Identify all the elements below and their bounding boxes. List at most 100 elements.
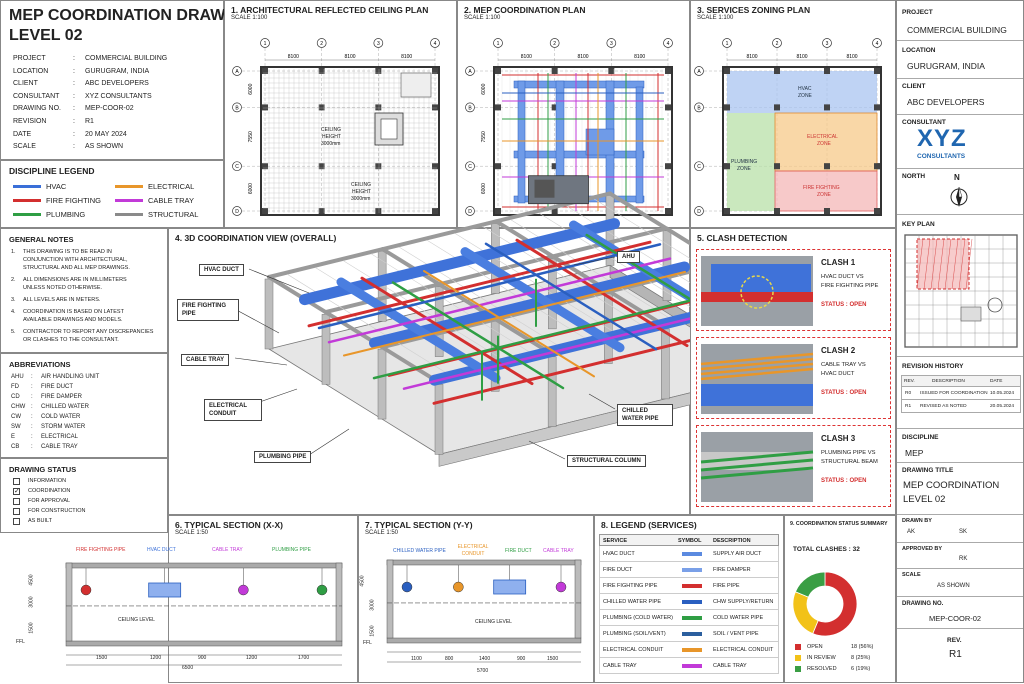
abbr-value: AIR HANDLING UNIT [41, 374, 100, 380]
legend-label: ELECTRICAL [148, 182, 195, 191]
grid-bubble-row [232, 206, 242, 216]
note-number: 3. [11, 297, 16, 303]
structural-beam [494, 219, 669, 329]
plumbing-pipe [700, 458, 814, 472]
abbr-value: STORM WATER [41, 424, 86, 430]
grid-col-dim: 8100 [746, 54, 757, 60]
abbr-value: FIRE DUCT [41, 384, 73, 390]
project-info-value: 20 MAY 2024 [85, 130, 127, 138]
column [318, 163, 325, 170]
grid-col-dim: 8100 [521, 54, 532, 60]
project-info-value: COMMERCIAL BUILDING [85, 55, 168, 62]
grid-bubble-col [316, 38, 327, 48]
legend-swatch [795, 644, 801, 650]
legend-desc: CABLE TRAY [713, 663, 747, 669]
tb-north-label: NORTH [902, 173, 926, 180]
checkbox[interactable] [13, 518, 20, 525]
tb-consultant: CONSULTANT XYZ CONSULTANTS [897, 115, 1023, 169]
sx-vdim-0: 4500 [28, 574, 35, 586]
north-arrow-letter: N [954, 173, 960, 182]
sy-dim-4: 1500 [547, 656, 559, 662]
grid-bubble-col [606, 38, 617, 48]
grid-col-label: 2 [320, 41, 323, 47]
grid-bubble-col [722, 38, 732, 48]
plan-rcp-title: 1. ARCHITECTURAL REFLECTED CEILING PLAN [231, 5, 429, 15]
total-clashes: TOTAL CLASHES : 32 [793, 546, 860, 553]
legend-label: RESOLVED [807, 666, 837, 672]
legend-row: PLUMBING (COLD WATER) COLD WATER PIPE [599, 610, 779, 626]
column [608, 68, 615, 74]
legend-symbol [682, 584, 702, 588]
drawing-title-line1: MEP COORDINATION DRAWING [9, 7, 254, 24]
tb-client-value: ABC DEVELOPERS [907, 97, 985, 107]
abbr-colon: : [31, 414, 33, 420]
sy-dim-0: 1100 [411, 656, 422, 662]
checkbox[interactable] [13, 478, 20, 485]
tb-rev-value: R1 [949, 649, 962, 660]
grid-bubble-row [694, 206, 704, 216]
tb-discipline-value: MEP [905, 448, 924, 458]
rev-cell: ISSUED FOR COORDINATION [920, 391, 988, 396]
grid-row-label: D [235, 209, 239, 215]
sx-label-plumb: PLUMBING PIPE [272, 547, 311, 553]
sx-dim-1: 1200 [150, 655, 162, 661]
legend-service: PLUMBING (COLD WATER) [603, 615, 673, 621]
view3d-drawing [230, 175, 785, 467]
tb-key-plan-label: KEY PLAN [902, 221, 935, 228]
checkbox[interactable] [13, 498, 20, 505]
abbr-colon: : [31, 444, 33, 450]
grid-col-label: 1 [264, 41, 267, 47]
grid-row-label: A [697, 69, 701, 75]
abbr-colon: : [31, 434, 33, 440]
grid-bubble-col [260, 38, 270, 48]
hatch [930, 238, 938, 290]
column [432, 104, 438, 111]
tb-rev: REV. R1 [897, 629, 1023, 684]
column [774, 68, 780, 74]
grid-col-label: 1 [726, 41, 729, 47]
section-y-drawing [386, 559, 582, 663]
grid-col-label: 2 [776, 41, 779, 47]
column [495, 68, 501, 74]
project-info-value: GURUGRAM, INDIA [85, 67, 150, 75]
note-text: CONTRACTOR TO REPORT ANY DISCREPANCIES [23, 329, 154, 335]
column [375, 163, 382, 170]
abbr-key: AHU [11, 374, 24, 380]
grid-bubble-col [772, 38, 782, 48]
sy-vdim-0: 4500 [359, 575, 366, 587]
plumbing-pipe [700, 450, 814, 464]
abbr-value: ELECTRICAL [41, 434, 79, 440]
column [495, 104, 501, 111]
checkbox-checked[interactable]: ✓ [13, 488, 20, 495]
project-info-value: R1 [85, 118, 94, 125]
sx-dim-0: 1500 [96, 655, 108, 661]
grid-col-label: 3 [610, 41, 613, 47]
hatch [923, 238, 931, 290]
legend-desc: ELECTRICAL CONDUIT [713, 647, 774, 653]
section-x-drawing-area: FIRE FIGHTING PIPE HVAC DUCT CABLE TRAY … [0, 533, 358, 683]
legend-desc: SUPPLY AIR DUCT [713, 551, 762, 557]
column [774, 163, 780, 170]
column [262, 163, 268, 170]
legend-row: PLUMBING (SOIL/VENT)SOIL / VENT PIPE [599, 626, 779, 642]
callout-chw-pipe-text: CHILLED WATER PIPE [622, 408, 659, 422]
legend-desc: CHW SUPPLY/RETURN [713, 599, 774, 605]
grid-bubble-row [232, 161, 242, 172]
checkbox[interactable] [13, 508, 20, 515]
legend-symbol [682, 616, 702, 620]
column [824, 208, 830, 214]
legend-desc: COLD WATER PIPE [713, 615, 764, 621]
grid-row-label: B [697, 105, 701, 111]
project-info-label: SCALE [13, 143, 36, 151]
sx-label-hvac: HVAC DUCT [147, 547, 176, 553]
top-slab [65, 562, 343, 569]
column [824, 163, 830, 170]
sy-ffl: FFL [363, 640, 372, 646]
grid-bubble-row [465, 102, 475, 113]
